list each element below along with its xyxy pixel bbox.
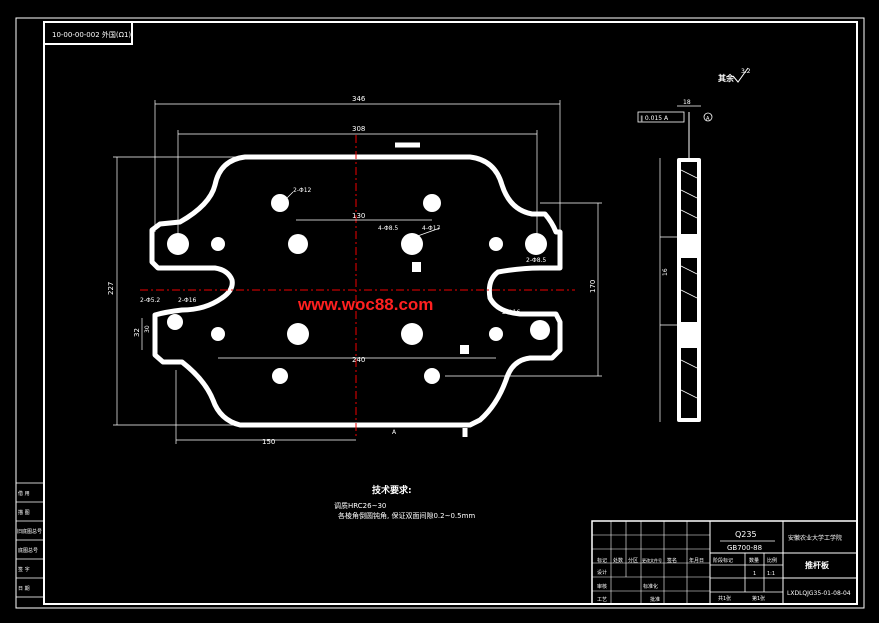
left-revision-strip: 借 用 描 图 旧底图总号 底图总号 签 字 日 期 bbox=[15, 482, 45, 598]
dim-left-small: 32 bbox=[133, 328, 141, 337]
hole bbox=[271, 194, 289, 212]
tolerance-text: ∥ 0.015 A bbox=[640, 115, 669, 122]
hole bbox=[401, 233, 423, 255]
tb-sheet-no: 第1张 bbox=[752, 595, 765, 602]
tb-designer: 设计 bbox=[597, 569, 607, 576]
hole bbox=[489, 237, 503, 251]
strip-label: 旧底图总号 bbox=[17, 528, 42, 535]
side-section bbox=[681, 162, 697, 234]
tolerance-frame bbox=[637, 111, 685, 123]
callout-top-left-holes: 2-Φ12 bbox=[293, 187, 312, 194]
strip-label: 描 图 bbox=[18, 509, 30, 516]
callout-bottom-center: A bbox=[392, 429, 397, 436]
title-block: 标记 处数 分区 更改文件号 签名 年月日 设计 审核 工艺 标准化 批准 Q2… bbox=[591, 520, 858, 605]
callout-top-right-small: 2-Φ8.5 bbox=[526, 257, 546, 264]
dim-right-height: 170 bbox=[589, 280, 597, 293]
hole bbox=[424, 368, 440, 384]
inner-border bbox=[43, 21, 858, 605]
tb-qty-label: 数量 bbox=[749, 557, 759, 564]
tb-craft: 工艺 bbox=[597, 597, 607, 603]
drawing-code-box bbox=[43, 21, 133, 45]
tech-requirements-line1: 调质HRC26~30 bbox=[334, 501, 386, 510]
tb-row-label: 标记 bbox=[597, 557, 607, 564]
dim-thickness: 18 bbox=[683, 99, 691, 106]
tb-approve: 批准 bbox=[650, 596, 660, 603]
dim-bottom-offset: 150 bbox=[262, 438, 275, 446]
callout-center-holes: 4-Φ8.5 bbox=[378, 225, 398, 232]
hole bbox=[489, 327, 503, 341]
callout-center-holes2: 4-Φ17 bbox=[422, 225, 441, 232]
datum-label: A bbox=[706, 116, 710, 122]
dim-overall-width: 346 bbox=[352, 95, 366, 103]
dim-left-small2: 30 bbox=[144, 325, 151, 333]
side-section bbox=[681, 258, 697, 322]
dim-side-height: 16 bbox=[662, 268, 669, 276]
roughness-symbol bbox=[732, 67, 749, 83]
hole bbox=[423, 194, 441, 212]
tb-row-label: 处数 bbox=[613, 557, 623, 564]
dim-hole-spacing-top: 130 bbox=[352, 212, 365, 220]
hole bbox=[401, 323, 423, 345]
tb-scale-label: 比例 bbox=[767, 557, 777, 564]
tb-checker: 审核 bbox=[597, 583, 607, 590]
tech-requirements-line2: 各棱角倒圆钝角, 保证双面间隙0.2~0.5mm bbox=[338, 511, 475, 520]
callout-left-a: 2-Φ5.2 bbox=[140, 297, 160, 304]
tb-part-name: 推杆板 bbox=[805, 560, 830, 570]
tb-qty: 1 bbox=[753, 571, 756, 577]
tech-requirements-title: 技术要求: bbox=[372, 484, 412, 496]
side-section bbox=[681, 348, 697, 418]
callout-left-b: 2-Φ16 bbox=[178, 297, 197, 304]
tb-row-label: 年月日 bbox=[689, 557, 704, 564]
outer-border bbox=[15, 17, 865, 609]
strip-label: 借 用 bbox=[18, 490, 30, 497]
tb-row-label: 分区 bbox=[628, 557, 638, 564]
hole bbox=[167, 314, 183, 330]
tb-scale: 1:1 bbox=[767, 571, 775, 577]
hole bbox=[211, 237, 225, 251]
hole bbox=[530, 320, 550, 340]
hole bbox=[525, 233, 547, 255]
slot bbox=[460, 345, 469, 354]
hole bbox=[287, 323, 309, 345]
tb-sheet-total: 共1张 bbox=[718, 595, 731, 602]
strip-label: 日 期 bbox=[18, 586, 30, 592]
plate-front-view: 346 308 130 240 150 227 170 32 30 2-Φ12 … bbox=[107, 95, 602, 446]
roughness-value: 3.2 bbox=[741, 68, 751, 75]
tb-school: 安徽农业大学工学院 bbox=[788, 534, 842, 542]
hole bbox=[211, 327, 225, 341]
watermark: www.woc88.com bbox=[297, 295, 433, 314]
hole bbox=[272, 368, 288, 384]
datum-circle bbox=[703, 112, 713, 122]
tb-material: Q235 bbox=[735, 530, 757, 539]
dim-inner-width: 308 bbox=[352, 125, 365, 133]
callout-right-a: 2-Φ16 bbox=[502, 309, 521, 316]
plate-outline bbox=[149, 154, 563, 428]
strip-label: 底图总号 bbox=[18, 547, 38, 554]
tb-standard: GB700-88 bbox=[727, 544, 762, 552]
roughness-label: 其余 bbox=[718, 73, 735, 83]
tb-row-label: 更改文件号 bbox=[642, 557, 662, 563]
tb-standardize: 标准化 bbox=[643, 583, 658, 590]
strip-label: 签 字 bbox=[18, 566, 30, 573]
plate-side-view: ∥ 0.015 A A 18 16 bbox=[637, 99, 713, 422]
dimension-lines bbox=[113, 100, 602, 444]
dim-overall-height: 227 bbox=[107, 282, 115, 295]
tb-row-label: 签名 bbox=[667, 557, 677, 564]
drawing-code: 10-00-00-002 外国(Ω1) bbox=[52, 30, 131, 39]
hole bbox=[167, 233, 189, 255]
tb-drawing-no: LXDLQJG35-01-08-04 bbox=[787, 590, 851, 597]
tb-mark-label: 阶段标记 bbox=[713, 557, 733, 564]
hole bbox=[288, 234, 308, 254]
dim-hole-spacing-bottom: 240 bbox=[352, 356, 365, 364]
slot bbox=[412, 262, 421, 272]
